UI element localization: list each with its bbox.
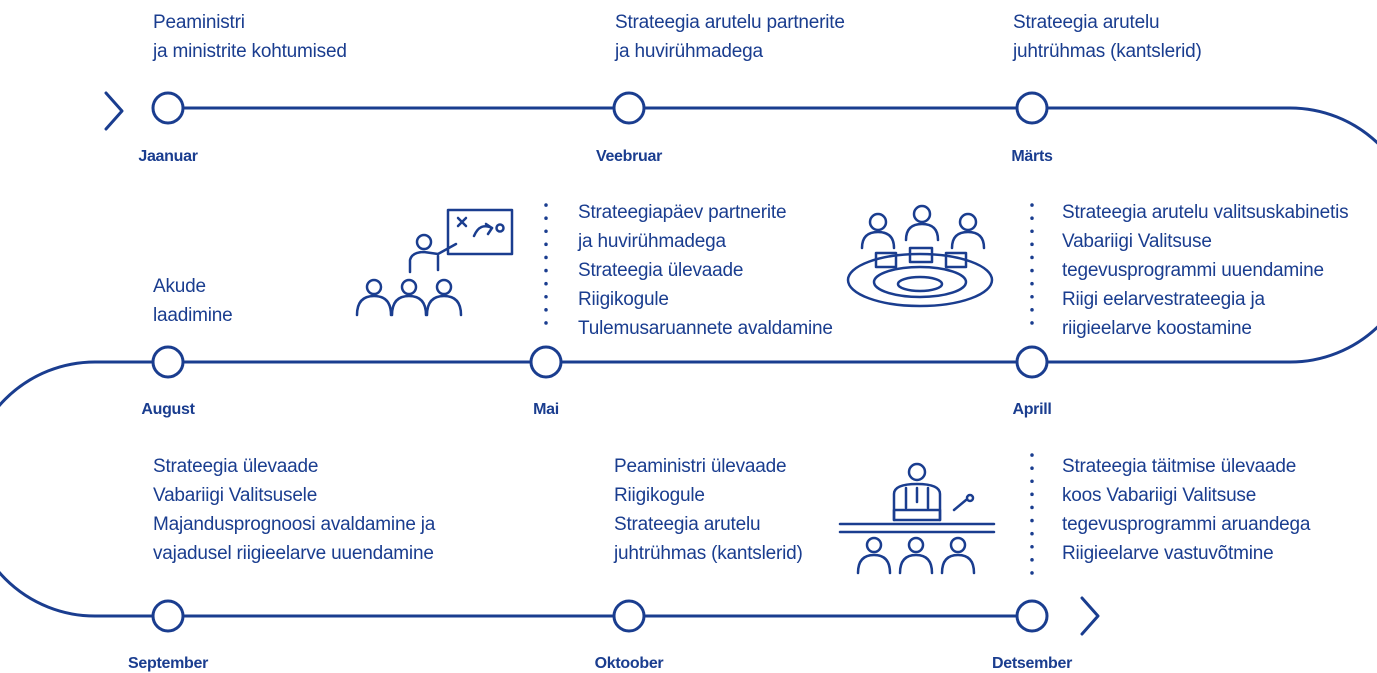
node-veebruar bbox=[612, 91, 646, 125]
event-september: Strateegia ülevaade Vabariigi Valitsusel… bbox=[153, 452, 435, 568]
event-line: Riigi eelarvestrateegia ja bbox=[1062, 289, 1265, 310]
event-mai: Strateegiapäev partnerite ja huvirühmade… bbox=[578, 198, 833, 343]
event-line: Strateegia arutelu partnerite bbox=[615, 12, 845, 33]
event-line: juhtrühmas (kantslerid) bbox=[614, 543, 803, 564]
event-line: vajadusel riigieelarve uuendamine bbox=[153, 543, 434, 564]
event-line: Vabariigi Valitsusele bbox=[153, 485, 318, 506]
event-line: Riigieelarve vastuvõtmine bbox=[1062, 543, 1274, 564]
month-aprill: Aprill bbox=[1012, 401, 1052, 418]
parliament-speaker-icon bbox=[838, 462, 996, 575]
event-oktoober: Peaministri ülevaade Riigikogule Stratee… bbox=[614, 452, 803, 568]
event-line: Riigikogule bbox=[614, 485, 705, 506]
event-line: Vabariigi Valitsuse bbox=[1062, 231, 1212, 252]
presentation-icon bbox=[355, 208, 514, 317]
event-line: Strateegia ülevaade bbox=[578, 260, 744, 281]
node-oktoober bbox=[612, 599, 646, 633]
event-line: ja ministrite kohtumised bbox=[153, 41, 347, 62]
month-mai: Mai bbox=[533, 401, 559, 418]
event-august: Akude laadimine bbox=[153, 272, 233, 330]
event-veebruar: Strateegia arutelu partnerite ja huvirüh… bbox=[615, 8, 845, 66]
event-line: laadimine bbox=[153, 305, 233, 326]
node-september bbox=[151, 599, 185, 633]
node-mai bbox=[529, 345, 563, 379]
month-marts: Märts bbox=[1011, 148, 1053, 165]
event-detsember: Strateegia täitmise ülevaade koos Vabari… bbox=[1062, 452, 1310, 568]
event-marts: Strateegia arutelu juhtrühmas (kantsleri… bbox=[1013, 8, 1202, 66]
month-september: September bbox=[128, 655, 208, 672]
event-line: Strateegia arutelu valitsuskabinetis bbox=[1062, 202, 1349, 223]
month-oktoober: Oktoober bbox=[594, 655, 664, 672]
node-marts bbox=[1015, 91, 1049, 125]
event-aprill: Strateegia arutelu valitsuskabinetis Vab… bbox=[1062, 198, 1349, 343]
event-line: Tulemusaruannete avaldamine bbox=[578, 318, 833, 339]
event-line: juhtrühmas (kantslerid) bbox=[1013, 41, 1202, 62]
month-jaanuar: Jaanuar bbox=[138, 148, 198, 165]
event-line: Strateegiapäev partnerite bbox=[578, 202, 787, 223]
month-august: August bbox=[141, 401, 195, 418]
event-line: Strateegia täitmise ülevaade bbox=[1062, 456, 1297, 477]
event-line: Strateegia arutelu bbox=[614, 514, 761, 535]
node-jaanuar bbox=[151, 91, 185, 125]
timeline-path bbox=[0, 106, 1377, 618]
event-jaanuar: Peaministri ja ministrite kohtumised bbox=[153, 8, 347, 66]
event-line: Akude bbox=[153, 276, 206, 297]
event-line: tegevusprogrammi aruandega bbox=[1062, 514, 1311, 535]
start-arrow-icon bbox=[104, 91, 124, 131]
node-detsember bbox=[1015, 599, 1049, 633]
event-line: riigieelarve koostamine bbox=[1062, 318, 1252, 339]
month-detsember: Detsember bbox=[991, 655, 1073, 672]
event-line: Strateegia arutelu bbox=[1013, 12, 1160, 33]
event-line: Majandusprognoosi avaldamine ja bbox=[153, 514, 436, 535]
event-line: koos Vabariigi Valitsuse bbox=[1062, 485, 1257, 506]
event-line: ja huvirühmadega bbox=[615, 41, 763, 62]
event-line: Riigikogule bbox=[578, 289, 669, 310]
end-arrow-icon bbox=[1080, 596, 1100, 636]
event-line: ja huvirühmadega bbox=[578, 231, 726, 252]
roundtable-meeting-icon bbox=[846, 204, 994, 308]
month-veebruar: Veebruar bbox=[595, 148, 663, 165]
event-line: tegevusprogrammi uuendamine bbox=[1062, 260, 1324, 281]
event-line: Peaministri ülevaade bbox=[614, 456, 787, 477]
node-august bbox=[151, 345, 185, 379]
event-line: Peaministri bbox=[153, 12, 245, 33]
node-aprill bbox=[1015, 345, 1049, 379]
event-line: Strateegia ülevaade bbox=[153, 456, 319, 477]
